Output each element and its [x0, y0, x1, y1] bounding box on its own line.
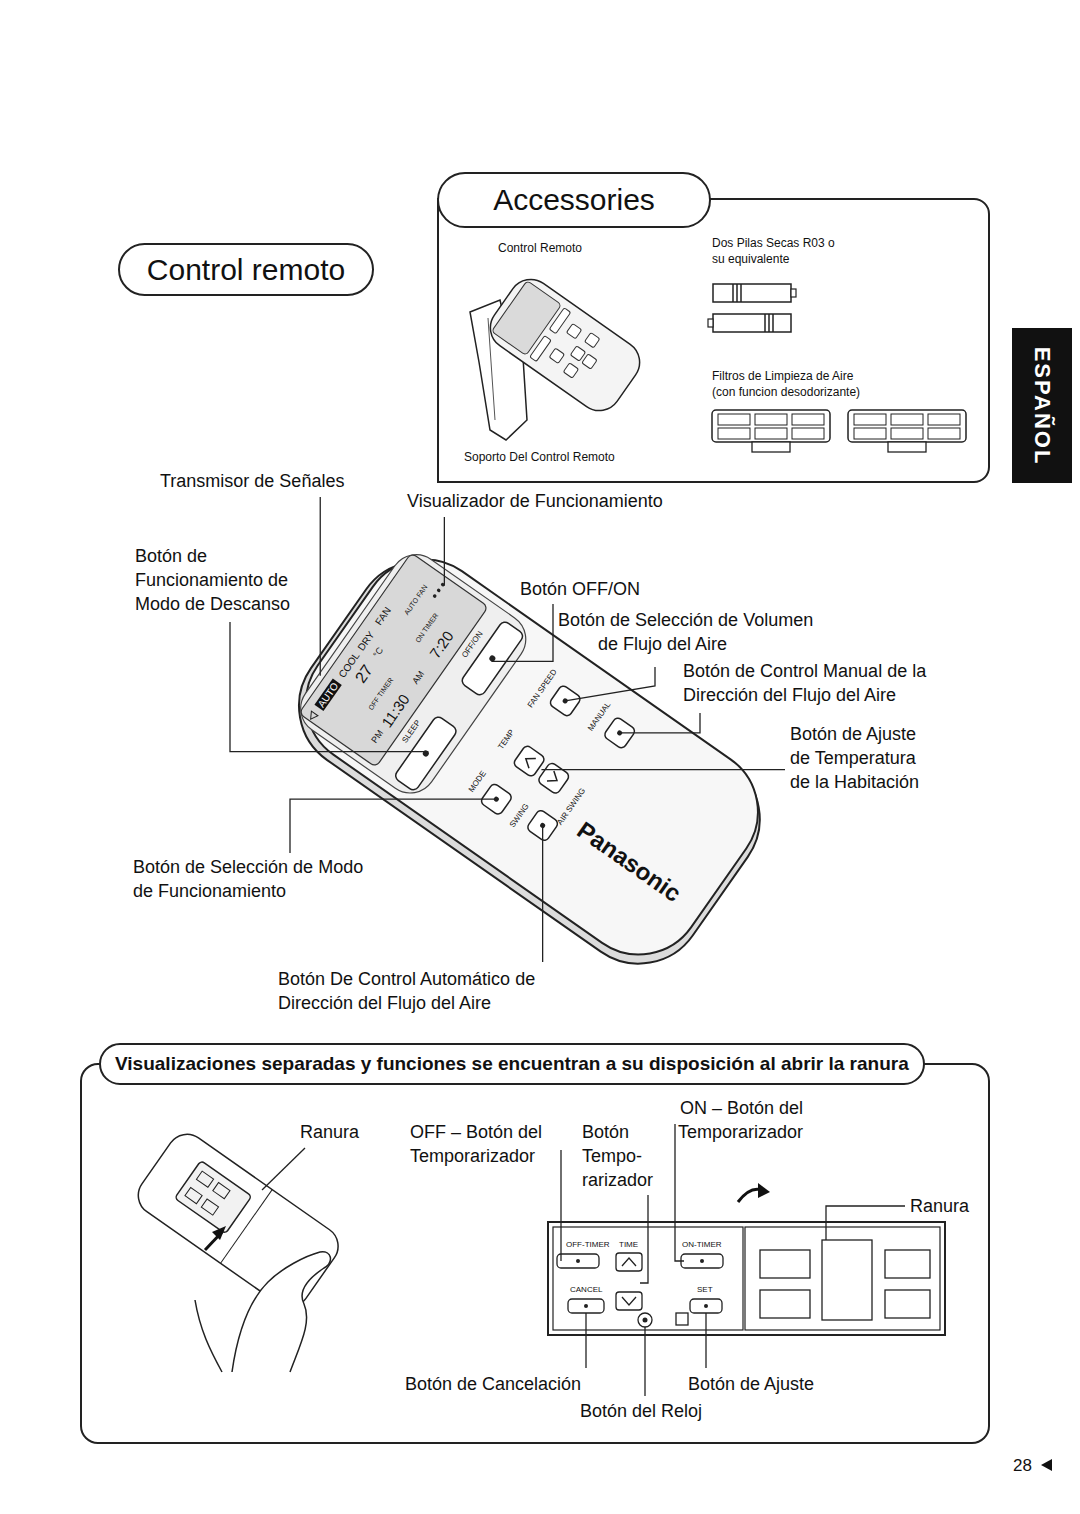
button-label: SET: [697, 1285, 713, 1296]
language-tab: ESPAÑOL: [1012, 328, 1072, 483]
display-digits: 7:20: [427, 628, 457, 661]
button-label: FAN SPEED: [527, 668, 560, 710]
leader-line: [320, 497, 321, 676]
button-label: SWING: [509, 802, 532, 829]
open-arrow: [758, 1183, 770, 1198]
callout-label: Ranura: [300, 1121, 359, 1145]
display-text: DRY: [355, 629, 376, 652]
display-text: °C: [372, 646, 386, 660]
leader-line: [541, 769, 785, 770]
air-filter: [712, 410, 830, 452]
leader-line: [705, 1313, 706, 1368]
button-label: MANUAL: [587, 701, 613, 733]
leader-line: [491, 604, 553, 661]
remote-control: [273, 532, 788, 989]
air-filter: [848, 410, 966, 452]
button-label: OFF-TIMER: [566, 1240, 610, 1251]
remote-slot-sketch: [130, 1127, 345, 1315]
display-text: AUTO: [314, 679, 341, 711]
leader-line: [290, 799, 496, 853]
button-label: TIME: [619, 1240, 638, 1251]
callout-label: Botón de Ajuste de Temperatura de la Hab…: [790, 723, 935, 795]
button-label: CANCEL: [570, 1285, 602, 1296]
leader-line: [230, 622, 428, 752]
callout-label: Botón de Funcionamiento de Modo de Desca…: [135, 545, 305, 617]
button-label: SLEEP: [401, 718, 423, 744]
callout-label: Botón de Selección de Volumen de Flujo d…: [558, 609, 823, 657]
display-text: AUTO FAN: [403, 584, 429, 617]
leader-line: [620, 713, 700, 733]
display-text: AM: [411, 669, 427, 686]
display-digits: 11:30: [379, 691, 413, 730]
leader-line: [640, 1195, 648, 1283]
accessory-label: Dos Pilas Secas R03 o su equivalente: [712, 236, 842, 268]
brand-logo: Panasonic: [573, 817, 686, 907]
leader-line: [560, 1150, 561, 1261]
hand-sketch: [195, 1300, 222, 1372]
callout-label: ON – Botón del Temporarizador: [668, 1097, 803, 1145]
section-heading: Visualizaciones separadas y funciones se…: [99, 1043, 925, 1085]
display-digits: 27: [352, 661, 377, 686]
callout-label: Transmisor de Señales: [160, 470, 344, 494]
leader-lines: [230, 497, 905, 1396]
leader-line: [542, 825, 543, 962]
callout-label: Botón De Control Automático de Dirección…: [278, 968, 548, 1016]
push-arrow: [212, 1226, 226, 1240]
accessory-label: Filtros de Limpieza de Aire (con funcion…: [712, 369, 870, 401]
leader-line: [826, 1206, 905, 1240]
callout-label: OFF – Botón del Temporarizador: [410, 1121, 548, 1169]
page-number: 28: [1013, 1455, 1032, 1478]
leader-line: [262, 1148, 305, 1190]
section-title-box: Control remoto: [118, 243, 374, 296]
button-label: TEMP: [497, 728, 517, 751]
callout-label: Ranura: [910, 1195, 969, 1219]
hand-sketch: [232, 1252, 330, 1372]
leader-line: [565, 667, 655, 701]
accessory-label: Control Remoto: [498, 241, 582, 257]
callout-label: Botón Tempo- rarizador: [582, 1121, 657, 1193]
callout-label: Botón de Selección de Modo de Funcionami…: [133, 856, 373, 904]
mini-remote: [482, 271, 648, 419]
callout-label: Visualizador de Funcionamiento: [407, 490, 663, 514]
battery-symbol: [708, 284, 796, 332]
display-text: PM: [370, 728, 386, 745]
callout-label: Botón OFF/ON: [520, 578, 640, 602]
callout-label: Botón de Control Manual de la Dirección …: [683, 660, 938, 708]
callout-label: Botón de Cancelación: [405, 1373, 581, 1397]
button-label: ON-TIMER: [682, 1240, 722, 1251]
leader-line: [444, 517, 445, 586]
callout-label: Botón de Ajuste: [688, 1373, 814, 1397]
leader-line: [644, 1327, 645, 1396]
display-text: FAN: [373, 605, 393, 627]
leader-line: [585, 1313, 586, 1368]
section-heading: Accessories: [437, 172, 711, 228]
section-title: Control remoto: [147, 253, 345, 287]
button-label: MODE: [467, 770, 488, 795]
button-label: OFF/ON: [460, 630, 485, 660]
callout-label: Botón del Reloj: [580, 1400, 702, 1424]
accessory-label: Soporto Del Control Remoto: [464, 450, 615, 466]
page-marker: [1041, 1459, 1052, 1471]
tab-text: ESPAÑOL: [1029, 346, 1055, 465]
slot-panel: [548, 1222, 945, 1335]
